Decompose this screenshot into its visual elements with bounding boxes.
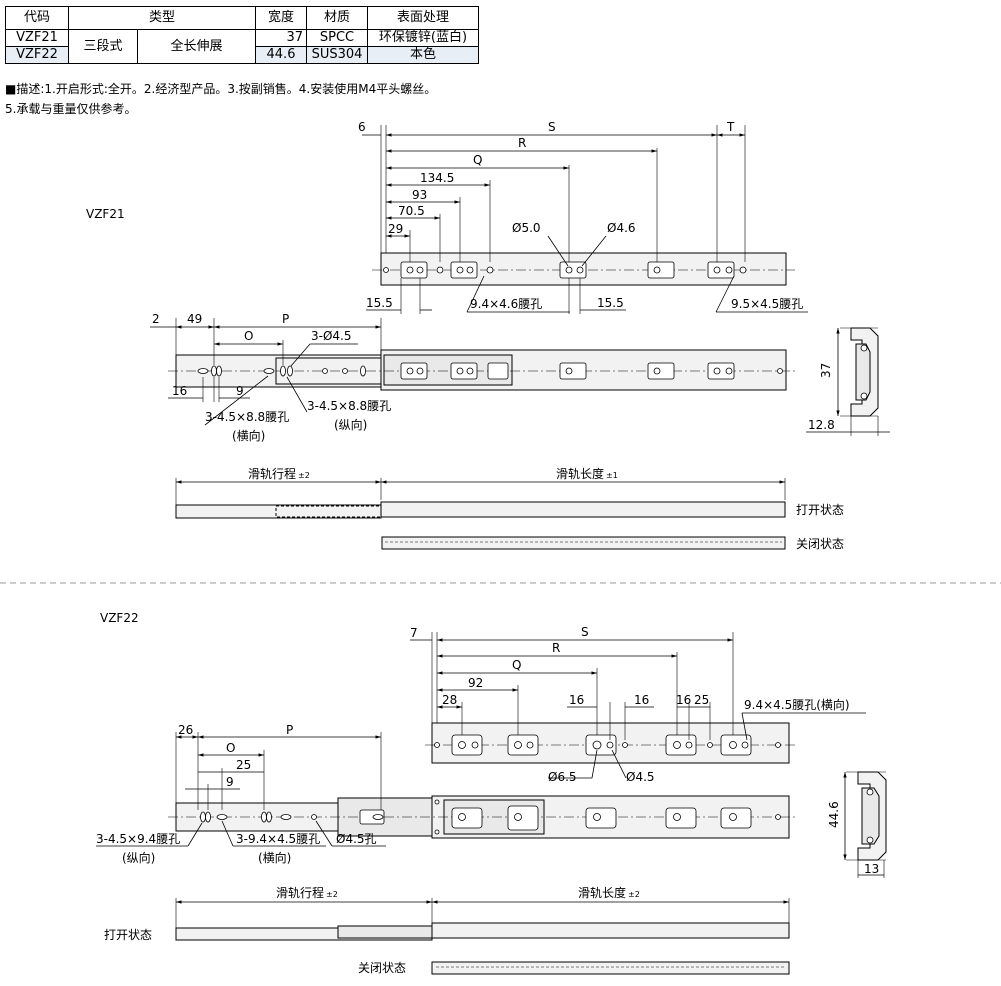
dim-3-phi4-5: 3-Ø4.5 <box>311 329 352 343</box>
vzf21-inner-rail <box>372 252 795 286</box>
vzf22-cross-section: 44.6 13 <box>827 771 887 878</box>
dim-134-5: 134.5 <box>420 171 454 185</box>
table-header-row: 代码 类型 宽度 材质 表面处理 <box>5 6 479 30</box>
vzf22-extended-rail <box>168 795 795 839</box>
dim-2: 2 <box>152 312 160 326</box>
dim-44-6: 44.6 <box>827 801 841 828</box>
dim-16: 16 <box>172 384 187 398</box>
cell-code: VZF22 <box>5 46 69 64</box>
dim-16c: 16 <box>676 693 691 707</box>
col-code-header: 代码 <box>5 6 69 30</box>
col-material-header: 材质 <box>306 6 368 30</box>
dim-12-8: 12.8 <box>808 418 835 432</box>
dim-Q-22: Q <box>512 658 521 672</box>
vzf22-lower-dims: 26 P O 25 9 3-4.5×9.4腰孔 (纵向) 3-9.4×4.5腰孔… <box>96 723 386 865</box>
vzf21-travel-label: 滑轨行程±2 <box>248 466 310 481</box>
dim-R: R <box>518 136 526 150</box>
dim-16b: 16 <box>634 693 649 707</box>
col-finish-header: 表面处理 <box>367 6 479 30</box>
dim-9-22: 9 <box>226 775 234 789</box>
dim-slot-h-dir-22: (横向) <box>258 850 291 865</box>
dim-25a: 25 <box>694 693 709 707</box>
cell-type-a: 三段式 <box>68 29 138 64</box>
dim-P: P <box>282 312 289 326</box>
dim-T: T <box>726 120 735 134</box>
dim-slot-9-5: 9.5×4.5腰孔 <box>731 297 803 311</box>
dim-phi5-0: Ø5.0 <box>512 221 541 235</box>
dim-6: 6 <box>358 120 366 134</box>
note-line-1: ■描述:1.开启形式:全开。2.经济型产品。3.按副销售。4.安装使用M4平头螺… <box>5 82 437 96</box>
dim-O-22: O <box>226 741 235 755</box>
cell-width: 44.6 <box>255 46 307 64</box>
vzf21-cross-section: 37 12.8 <box>806 327 890 436</box>
dim-slot-h-dir-21: (横向) <box>232 428 265 443</box>
vzf22-travel-label: 滑轨行程±2 <box>276 885 338 900</box>
dim-hole-4-5: Ø4.5孔 <box>336 832 377 846</box>
dim-R-22: R <box>552 641 560 655</box>
vzf21-label: VZF21 <box>86 207 125 221</box>
cell-width: 37 <box>255 29 307 47</box>
dim-Q: Q <box>473 153 482 167</box>
vzf21-state-diagram: 滑轨行程±2 滑轨长度±1 打开状态 关闭状态 <box>175 466 844 551</box>
dim-28: 28 <box>442 693 457 707</box>
vzf22-open-label: 打开状态 <box>104 928 152 942</box>
dim-7: 7 <box>410 626 418 640</box>
vzf22-inner-rail <box>425 722 795 764</box>
dim-92: 92 <box>468 676 483 690</box>
vzf21-extended-rail <box>168 349 795 391</box>
spec-table: 代码 类型 宽度 材质 表面处理 VZF21 三段式 全长伸展 37 SPCC … <box>5 6 479 64</box>
dim-49: 49 <box>187 312 202 326</box>
vzf22-top-dims: 7 S R Q 92 28 16 16 16 25 9.4×4.5腰孔(横向) … <box>410 625 866 784</box>
dim-29: 29 <box>388 222 403 236</box>
vzf21-length-label: 滑轨长度±1 <box>556 466 618 481</box>
dim-phi4-6: Ø4.6 <box>607 221 636 235</box>
dim-slot-v-dir-22: (纵向) <box>122 850 155 865</box>
dim-37: 37 <box>819 363 833 378</box>
dim-25b: 25 <box>236 758 251 772</box>
cell-finish: 环保镀锌(蓝白) <box>367 29 479 47</box>
cell-finish: 本色 <box>367 46 479 64</box>
dim-slot-9-4-22: 9.4×4.5腰孔(横向) <box>744 697 850 712</box>
dim-15-5-right: 15.5 <box>597 296 624 310</box>
vzf22-state-diagram: 滑轨行程±2 滑轨长度±2 打开状态 关闭状态 <box>104 885 790 975</box>
vzf21-top-dims: 6 S T R Q 134.5 93 70.5 29 Ø5.0 Ø4.6 15.… <box>358 120 808 314</box>
dim-S-22: S <box>581 625 589 639</box>
vzf21-closed-label: 关闭状态 <box>796 537 844 551</box>
dim-15-5-left: 15.5 <box>366 296 393 310</box>
dim-slot-9-4: 9.4×4.6腰孔 <box>470 297 542 311</box>
vzf22-length-label: 滑轨长度±2 <box>578 885 640 900</box>
dim-93: 93 <box>412 188 427 202</box>
dim-phi6-5: Ø6.5 <box>548 770 577 784</box>
cell-material: SUS304 <box>306 46 368 64</box>
dim-P-22: P <box>286 723 293 737</box>
vzf21-lower-dims: 2 49 P O 3-Ø4.5 16 9 3-4.5×8.8腰孔 (横向) 3-… <box>150 312 391 443</box>
dim-13: 13 <box>864 862 879 876</box>
table-row: VZF21 三段式 全长伸展 37 SPCC 环保镀锌(蓝白) <box>5 29 479 64</box>
dim-9: 9 <box>236 384 244 398</box>
dim-slot-v-22: 3-4.5×9.4腰孔 <box>96 832 180 846</box>
dim-16a: 16 <box>569 693 584 707</box>
cell-type-b: 全长伸展 <box>137 29 256 64</box>
dim-O: O <box>244 329 253 343</box>
dim-phi4-5-22: Ø4.5 <box>626 770 655 784</box>
dim-26: 26 <box>178 723 193 737</box>
vzf22-closed-label: 关闭状态 <box>358 961 406 975</box>
dim-slot-h-21: 3-4.5×8.8腰孔 <box>205 410 289 424</box>
vzf21-open-label: 打开状态 <box>796 503 844 517</box>
dim-S: S <box>548 120 556 134</box>
note-line-2: 5.承载与重量仅供参考。 <box>5 102 137 116</box>
dim-70-5: 70.5 <box>398 204 425 218</box>
vzf22-label: VZF22 <box>100 611 139 625</box>
dim-slot-v-21: 3-4.5×8.8腰孔 <box>307 399 391 413</box>
dim-slot-v-dir-21: (纵向) <box>334 417 367 432</box>
dim-slot-h-22: 3-9.4×4.5腰孔 <box>236 832 320 846</box>
